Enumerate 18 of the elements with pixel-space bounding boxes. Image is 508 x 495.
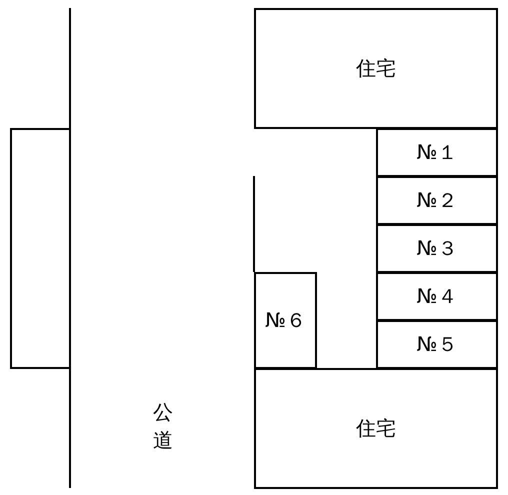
space-number: №６ bbox=[265, 307, 306, 334]
building-box bbox=[10, 128, 71, 369]
space-number: №１ bbox=[416, 139, 458, 166]
road-label: 公道 bbox=[152, 399, 174, 454]
house-label: 住宅 bbox=[356, 415, 396, 442]
parking-space bbox=[376, 272, 498, 321]
space-number: №２ bbox=[416, 187, 458, 214]
house-label: 住宅 bbox=[356, 55, 396, 82]
parking-space bbox=[376, 224, 498, 273]
space-number: №３ bbox=[416, 235, 458, 262]
house-box bbox=[254, 368, 498, 489]
parking-space bbox=[376, 128, 498, 177]
space-number: №４ bbox=[416, 283, 458, 310]
parking-space bbox=[376, 320, 498, 369]
space-number: №５ bbox=[416, 331, 458, 358]
parking-space bbox=[376, 176, 498, 225]
house-box bbox=[254, 8, 498, 129]
parking-space bbox=[254, 272, 317, 369]
